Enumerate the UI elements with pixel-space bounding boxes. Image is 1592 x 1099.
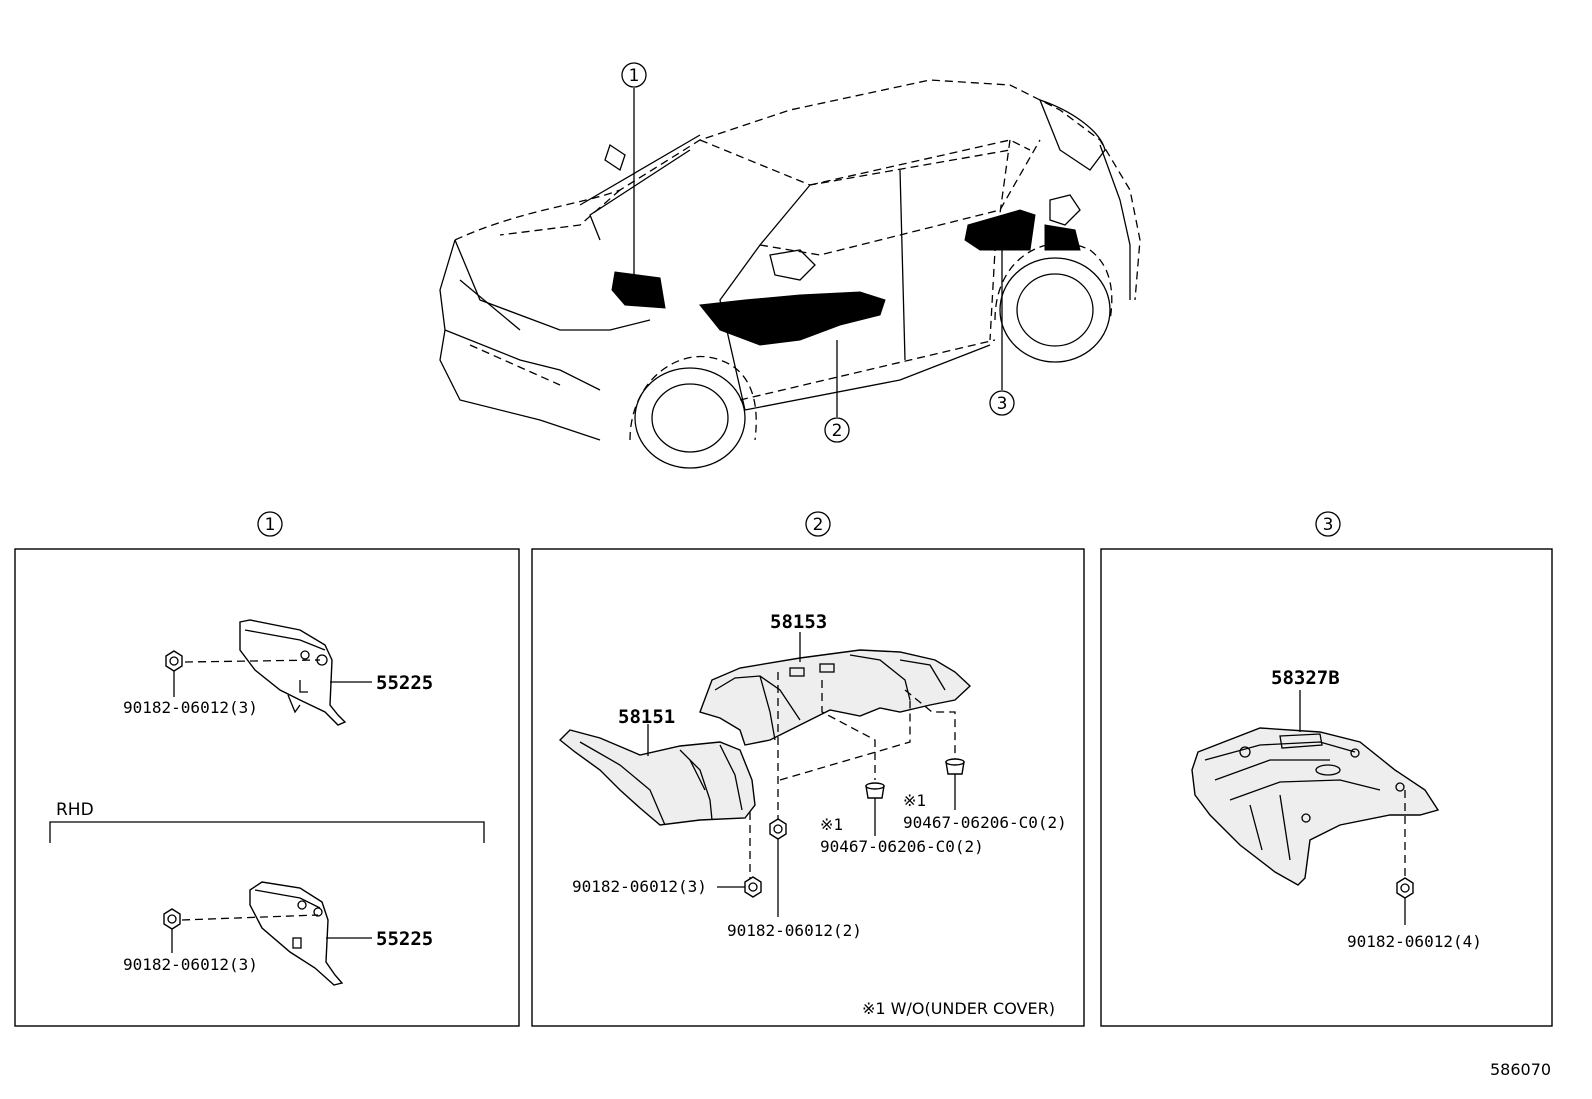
panel-2-frame bbox=[531, 548, 1085, 1027]
mark-1-a: ※1 bbox=[820, 815, 843, 834]
panel2-dash-5 bbox=[904, 689, 956, 760]
bolt-upper-icon bbox=[165, 650, 183, 672]
callout-1-top-label: 1 bbox=[629, 66, 640, 86]
panel-2-callout: 2 bbox=[805, 511, 831, 537]
grommet-b-icon bbox=[945, 758, 965, 775]
panel-1-frame bbox=[14, 548, 520, 1027]
part-58153-label: 58153 bbox=[770, 611, 827, 633]
insulator-58151 bbox=[558, 729, 756, 826]
insulator-58327b bbox=[1191, 727, 1440, 886]
grommet-b-label: 90467-06206-C0(2) bbox=[903, 813, 1067, 832]
panel-1-callout: 1 bbox=[257, 511, 283, 537]
bolt-upper-leader bbox=[184, 659, 321, 663]
bolt-panel2-a-label: 90182-06012(3) bbox=[572, 877, 707, 896]
footnote-w-o-under-cover: ※1 W/O(UNDER COVER) bbox=[862, 999, 1055, 1018]
bolt-lower-leader bbox=[181, 914, 319, 921]
panel-1-callout-label: 1 bbox=[265, 515, 276, 535]
panel2-dash-4 bbox=[821, 680, 876, 780]
grommet-a-label: 90467-06206-C0(2) bbox=[820, 837, 984, 856]
callout-2-top-label: 2 bbox=[832, 421, 843, 441]
part-55225-lower-label: 55225 bbox=[376, 928, 433, 950]
part-55225-upper-label: 55225 bbox=[376, 672, 433, 694]
bolt-upper-label: 90182-06012(3) bbox=[123, 698, 258, 717]
shield-55225-upper bbox=[239, 619, 347, 726]
insulator-58153 bbox=[699, 649, 972, 746]
rhd-label: RHD bbox=[56, 800, 94, 820]
grommet-a-icon bbox=[865, 782, 885, 799]
panel-2-callout-label: 2 bbox=[813, 515, 824, 535]
callout-3-top: 3 bbox=[989, 390, 1015, 416]
bolt-panel2-b-icon bbox=[769, 818, 787, 840]
callout-1-top: 1 bbox=[621, 62, 647, 88]
bolt-panel2-a-icon bbox=[744, 876, 762, 898]
panel-3-frame bbox=[1100, 548, 1553, 1027]
bolt-lower-label: 90182-06012(3) bbox=[123, 955, 258, 974]
rhd-bracket bbox=[49, 821, 485, 843]
mark-1-b: ※1 bbox=[903, 791, 926, 810]
panel2-dash-3 bbox=[779, 700, 911, 781]
part-58327b-label: 58327B bbox=[1271, 667, 1340, 689]
part-58151-label: 58151 bbox=[618, 706, 675, 728]
car-illustration bbox=[439, 79, 1141, 469]
illustration-number: 586070 bbox=[1490, 1060, 1551, 1079]
bolt-panel3-icon bbox=[1396, 877, 1414, 899]
bolt-lower-icon bbox=[163, 908, 181, 930]
callout-3-top-label: 3 bbox=[997, 394, 1008, 414]
bolt-panel2-b-label: 90182-06012(2) bbox=[727, 921, 862, 940]
callout-2-top: 2 bbox=[824, 417, 850, 443]
shield-55225-lower bbox=[249, 881, 344, 986]
panel-3-callout: 3 bbox=[1315, 511, 1341, 537]
panel-3-callout-label: 3 bbox=[1323, 515, 1334, 535]
bolt-panel3-label: 90182-06012(4) bbox=[1347, 932, 1482, 951]
